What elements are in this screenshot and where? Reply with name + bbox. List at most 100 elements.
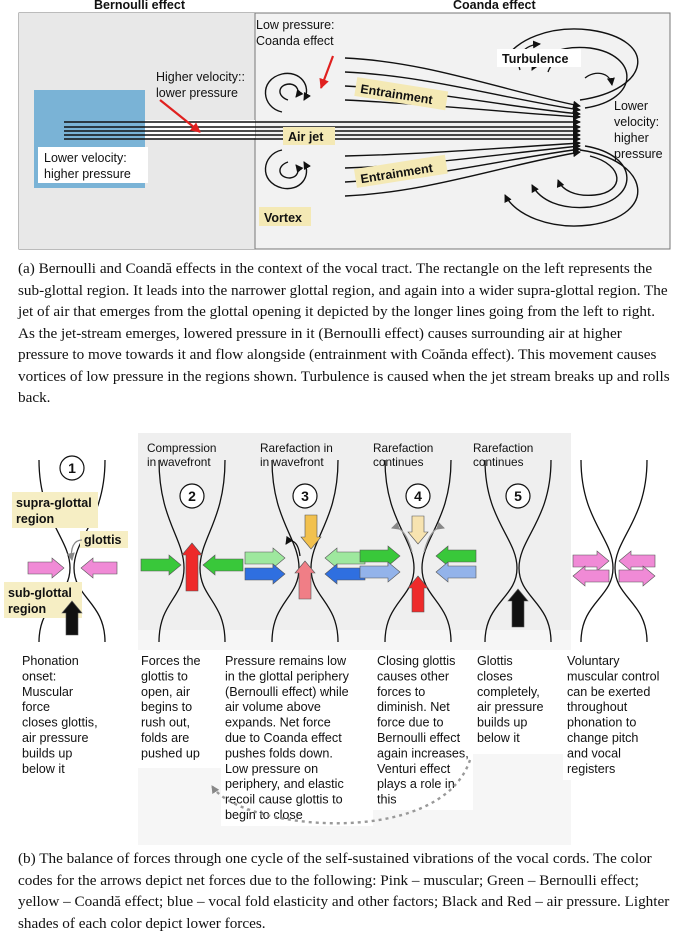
stage-number-5: 5: [505, 483, 531, 509]
turbulence-label: Turbulence: [502, 52, 568, 66]
stage-text-line: causes other: [377, 669, 449, 683]
turbulence-loops: [504, 28, 639, 227]
stage-text-line: below it: [22, 762, 65, 776]
pink-arrow-right-6b: [618, 565, 656, 587]
green-arrow-left-2: [202, 554, 244, 576]
stage-text-line: Low pressure on: [225, 762, 318, 776]
stage-heading-line: Rarefaction in: [260, 441, 333, 455]
lower-velocity-right-3: higher: [614, 131, 649, 145]
supra-glottal-text-2: region: [16, 512, 54, 526]
stage-heading-line: in wavefront: [260, 455, 324, 469]
stage-text-line: diminish. Net: [377, 700, 450, 714]
stage-text-line: registers: [567, 762, 615, 776]
stage-number: 1: [68, 460, 76, 476]
stage-text-line: Muscular: [22, 685, 73, 699]
low-pressure-label-2: Coanda effect: [256, 34, 334, 48]
stage-text-line: again increases,: [377, 746, 469, 760]
vocal-tract-4: [384, 459, 452, 643]
glottis-pointer: [66, 539, 83, 561]
higher-velocity-label-2: lower pressure: [156, 86, 238, 100]
air-jet-box: Air jet: [283, 127, 335, 145]
light-blue-arrow-left-4: [435, 561, 477, 583]
stage-heading-line: in wavefront: [147, 455, 211, 469]
stage-text-line: (Bernoulli effect) while: [225, 685, 349, 699]
stage-text-line: builds up: [477, 716, 527, 730]
stage-number: 4: [414, 488, 422, 504]
stage-text-line: periphery, and elastic: [225, 777, 344, 791]
stage-text-line: onset:: [22, 669, 56, 683]
stage-text-line: Pressure remains low: [225, 654, 347, 668]
outflow-curve-right-4: [423, 521, 445, 553]
stage-text-line: below it: [477, 731, 520, 745]
lower-velocity-right-2: velocity:: [614, 115, 659, 129]
lower-velocity-left-2: higher pressure: [44, 167, 131, 181]
stage-text-line: Closing glottis: [377, 654, 455, 668]
coanda-bernoulli-diagram: Bernoulli effect Coanda effect Low press…: [18, 0, 671, 250]
low-pressure-label-1: Low pressure:: [256, 18, 335, 32]
stage-text-line: closes: [477, 669, 513, 683]
higher-velocity-pointer: [159, 99, 201, 133]
sub-glottal-text-1: sub-glottal: [8, 586, 72, 600]
green-arrow-right-2: [140, 554, 182, 576]
stage-number-2: 2: [179, 483, 205, 509]
stage-text-line: folds are: [141, 731, 189, 745]
bernoulli-header: Bernoulli effect: [94, 0, 186, 12]
vortex-box: Vortex: [259, 207, 311, 226]
vocal-tract-2: [158, 459, 226, 643]
vocal-tract-6: [580, 459, 648, 643]
stage-text-line: recoil cause glottis to: [225, 793, 343, 807]
stage-text-line: begin to close: [225, 808, 303, 822]
stage-heading-line: Rarefaction: [473, 441, 533, 455]
stage-text-line: force due to: [377, 716, 444, 730]
light-green-arrow-left-3: [324, 547, 366, 569]
stage-text-line: open, air: [141, 685, 190, 699]
stage-text-line: and vocal: [567, 746, 621, 760]
stage-heading-line: Compression: [147, 441, 217, 455]
turbulence-label-box: Turbulence: [497, 49, 581, 67]
stage-text-line: pushed up: [141, 746, 200, 760]
stage-text-line: forces to: [377, 685, 425, 699]
caption-a: (a) Bernoulli and Coandă effects in the …: [18, 260, 670, 406]
pink-arrow-right-6a: [572, 550, 610, 572]
pink-arrow-left-1: [80, 557, 118, 579]
stage-text-line: closes glottis,: [22, 716, 98, 730]
stage-description-3: Pressure remains lowin the glottal perip…: [221, 650, 373, 826]
pink-arrow-right-1: [27, 557, 65, 579]
outflow-curve-left-4: [391, 521, 413, 553]
stage-text-line: force: [22, 700, 50, 714]
red-arrow-up-2: [181, 542, 203, 592]
stage-text-line: throughout: [567, 700, 628, 714]
vocal-tract-5: [484, 459, 552, 643]
lower-velocity-right-1: Lower: [614, 99, 648, 113]
stage-text-line: phonation to: [567, 716, 636, 730]
light-green-arrow-right-3: [244, 547, 286, 569]
supra-glottal-text-1: supra-glottal: [16, 496, 92, 510]
stage-text-line: plays a role in: [377, 777, 455, 791]
stage-text-line: this: [377, 793, 397, 807]
blue-arrow-left-3: [324, 563, 366, 585]
green-arrow-right-4: [359, 545, 401, 567]
stage-number-4: 4: [405, 483, 431, 509]
coanda-header: Coanda effect: [453, 0, 536, 12]
stage-text-line: can be exerted: [567, 685, 650, 699]
stage-text-line: muscular control: [567, 669, 659, 683]
stage-heading-line: continues: [473, 455, 524, 469]
vortex-swirls: [264, 72, 311, 190]
stage-text-line: begins to: [141, 700, 192, 714]
stage-text-line: air pressure: [22, 731, 89, 745]
blue-arrow-right-3: [244, 563, 286, 585]
stage-text-line: change pitch: [567, 731, 638, 745]
stage-text-line: Forces the: [141, 654, 201, 668]
air-jet-label: Air jet: [288, 130, 324, 144]
sub-glottal-text-2: region: [8, 602, 46, 616]
